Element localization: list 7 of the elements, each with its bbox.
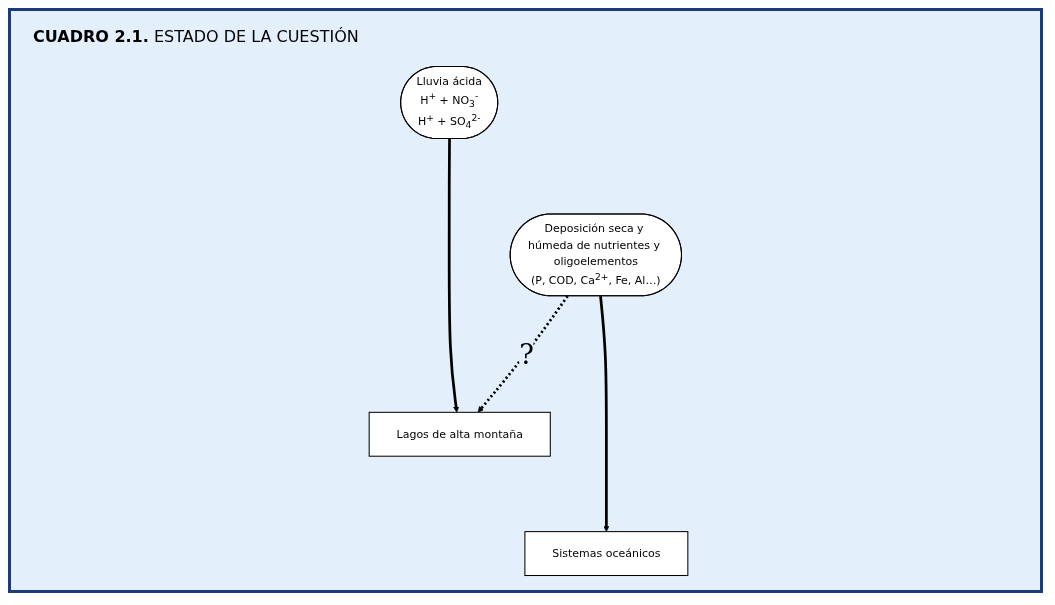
node-box (524, 531, 689, 577)
title: CUADRO 2.1. ESTADO DE LA CUESTIÓN (33, 27, 359, 46)
edge-label: ? (519, 338, 534, 370)
arrow (599, 295, 610, 532)
node-box (368, 411, 551, 457)
arrow (447, 138, 460, 413)
arrow (477, 295, 569, 413)
